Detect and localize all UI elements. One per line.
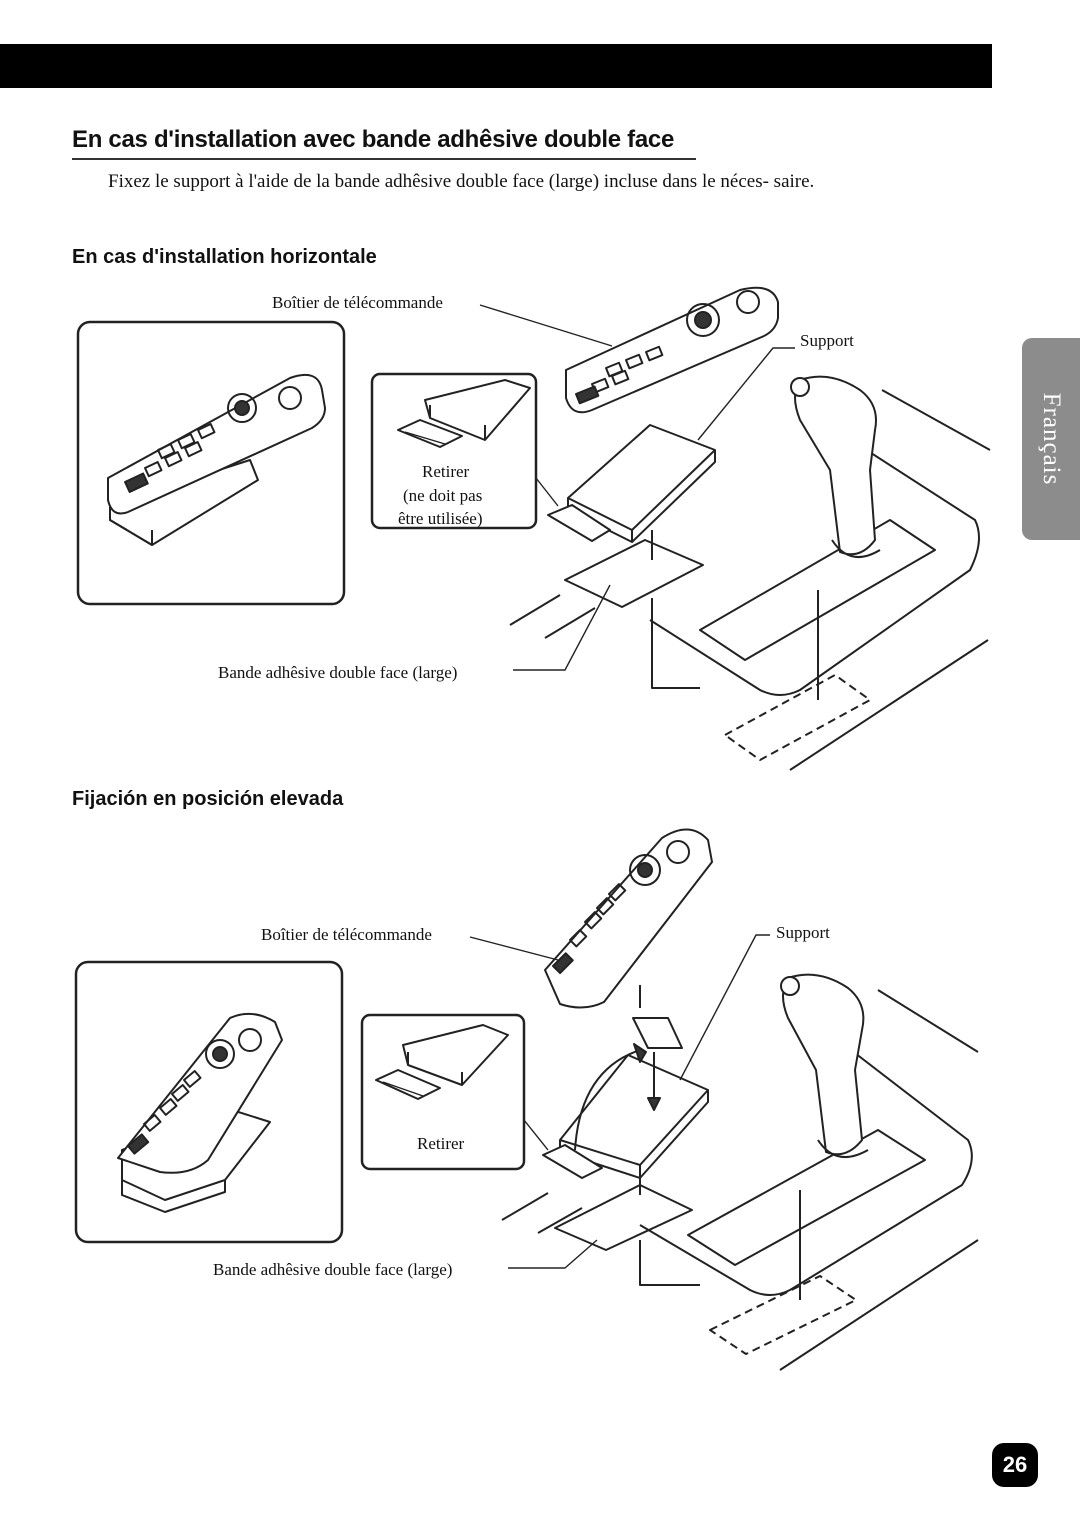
label-remove-1: Retirer (422, 462, 470, 481)
page-number: 26 (992, 1443, 1038, 1487)
holder-exploded-1 (547, 424, 716, 543)
inset-remove-part-2 (360, 1013, 526, 1171)
label-remote-case-1: Boîtier de télécommande (272, 293, 443, 312)
label-remote-case-2: Boîtier de télécommande (261, 925, 432, 944)
label-support-1: Support (800, 331, 854, 350)
section-heading: En cas d'installation avec bande adhêsiv… (72, 126, 675, 153)
label-remove-note-1: (ne doit pas (403, 486, 483, 505)
label-support-2: Support (776, 923, 830, 942)
holder-exploded-2 (542, 1017, 709, 1179)
label-remove-note-2: être utilisée) (398, 509, 483, 528)
remote-exploded-1 (565, 286, 779, 414)
tape-exploded-2 (554, 985, 700, 1286)
header-bar (0, 44, 992, 88)
label-tape-2: Bande adhêsive double face (large) (213, 1260, 453, 1279)
tape-exploded-1 (564, 530, 704, 689)
remote-exploded-2 (544, 828, 713, 1009)
heading-underline (72, 158, 696, 160)
intro-paragraph: Fixez le support à l'aide de la bande ad… (108, 171, 815, 192)
console-2 (501, 973, 979, 1371)
language-tab: Français (1022, 338, 1080, 540)
subheading-raised: Fijación en posición elevada (72, 788, 344, 810)
leader-lines-2 (469, 934, 770, 1269)
language-tab-label: Français (1038, 392, 1065, 486)
label-tape-1: Bande adhêsive double face (large) (218, 663, 458, 682)
label-remove-2: Retirer (417, 1134, 465, 1153)
console-1 (509, 375, 991, 771)
inset-remove-part-1 (370, 372, 538, 530)
subheading-horizontal: En cas d'installation horizontale (72, 246, 377, 268)
inset-horizontal-mounted (76, 320, 346, 606)
inset-raised-mounted (74, 960, 344, 1244)
leader-lines-1 (479, 304, 795, 671)
